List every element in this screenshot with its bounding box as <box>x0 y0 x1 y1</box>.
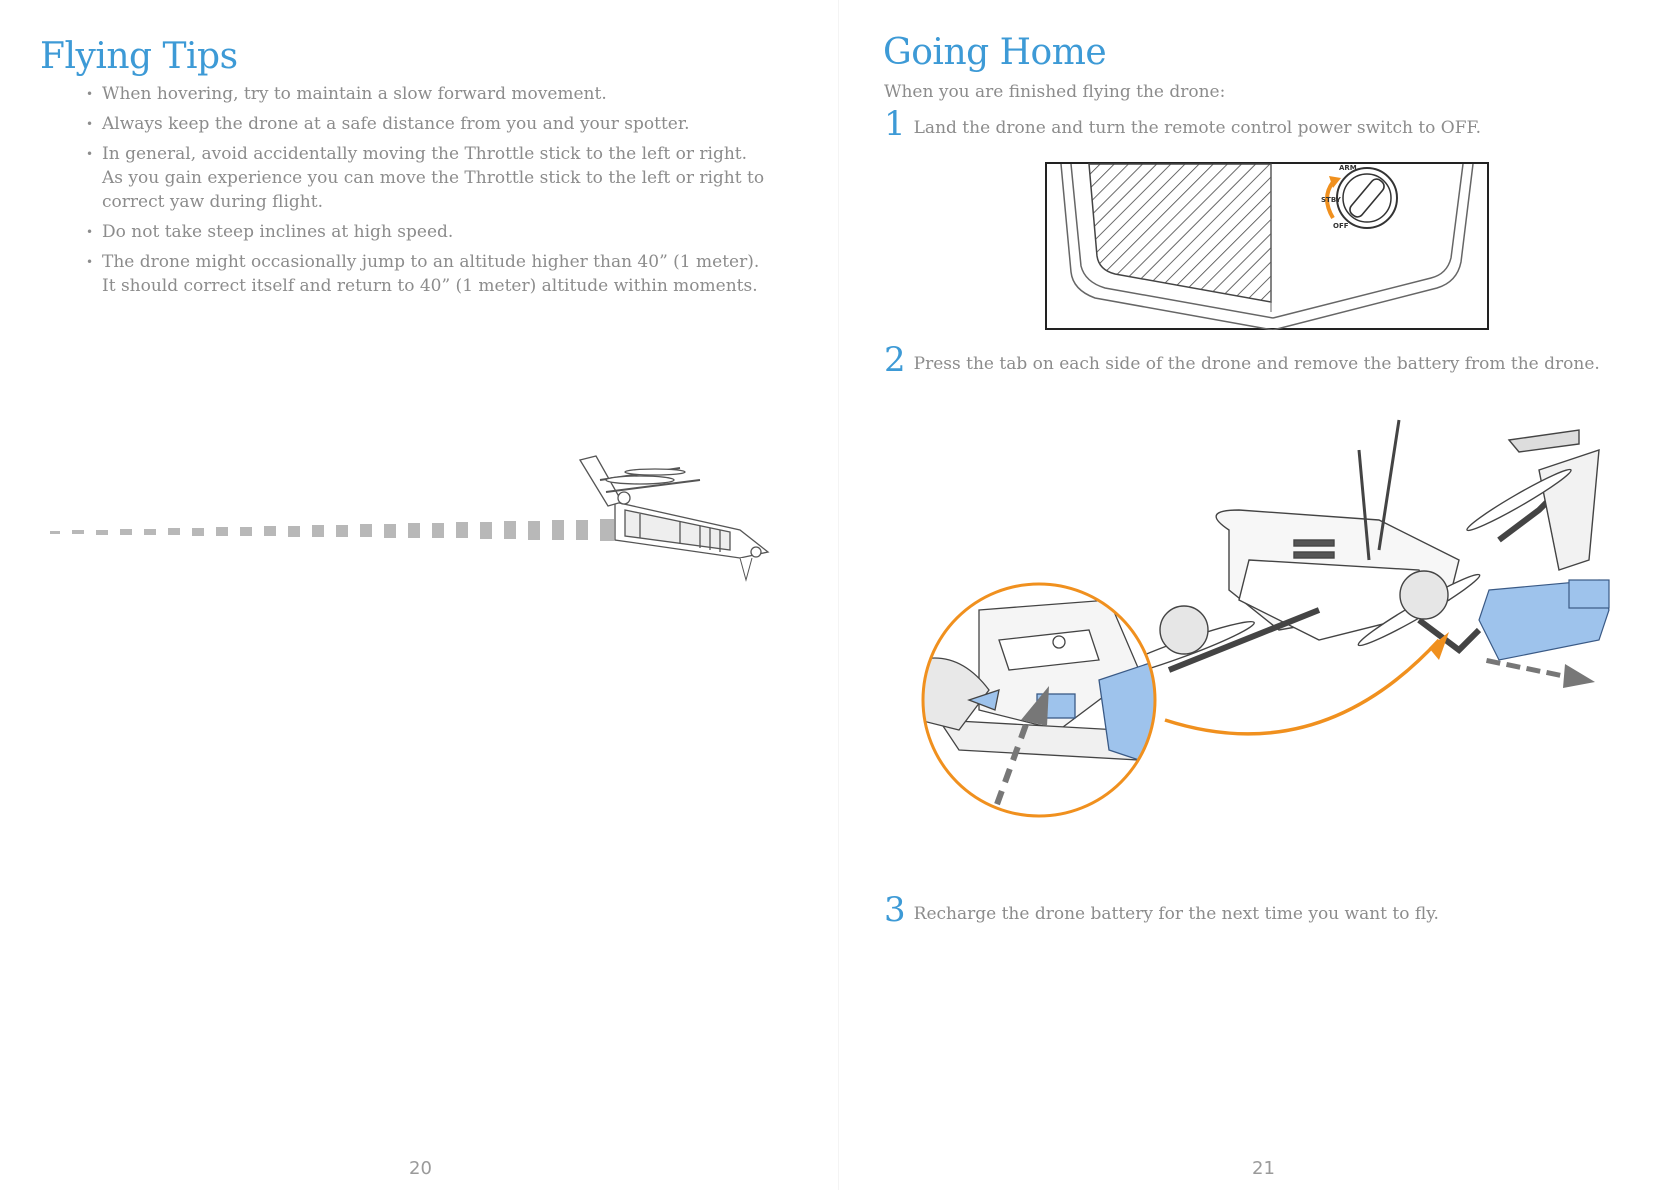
switch-label-stby: STBY <box>1321 196 1342 204</box>
zoom-detail-circle <box>921 582 1157 818</box>
battery-release-arrow <box>1485 658 1595 688</box>
step-number: 2 <box>884 340 906 380</box>
remote-power-switch-illustration: ARM STBY OFF <box>1045 162 1489 330</box>
list-item: •Always keep the drone at a safe distanc… <box>86 114 690 134</box>
step-2: 2 Press the tab on each side of the drone… <box>884 343 1624 377</box>
drone-icon <box>578 455 770 582</box>
step-text: Land the drone and turn the remote contr… <box>913 118 1482 138</box>
page-number: 20 <box>409 1158 432 1179</box>
right-page: Going Home When you are finished flying … <box>839 0 1678 1190</box>
list-item: •The drone might occasionally jump to an… <box>86 252 760 296</box>
bullet-icon: • <box>86 255 94 269</box>
step-number: 3 <box>884 890 906 930</box>
bullet-icon: • <box>86 147 94 161</box>
battery-removal-illustration <box>921 419 1610 818</box>
page-title-going-home: Going Home <box>883 32 1107 73</box>
step-1: 1 Land the drone and turn the remote cont… <box>884 107 1624 141</box>
bullet-icon: • <box>86 225 94 239</box>
step-3: 3 Recharge the drone battery for the next… <box>884 893 1624 927</box>
power-switch-knob <box>1336 167 1398 229</box>
list-item: •In general, avoid accidentally moving t… <box>86 144 765 212</box>
zoom-connector-arrow <box>1164 638 1441 736</box>
battery-icon <box>1478 579 1610 661</box>
flying-drone-illustration <box>50 455 770 582</box>
page-title-flying-tips: Flying Tips <box>40 36 238 77</box>
step-text: Press the tab on each side of the drone … <box>913 354 1600 374</box>
motion-trail <box>50 519 614 541</box>
page-number: 21 <box>1252 1158 1275 1179</box>
bullet-icon: • <box>86 87 94 101</box>
step-text: Recharge the drone battery for the next … <box>913 904 1439 924</box>
flying-tips-list: •When hovering, try to maintain a slow f… <box>86 82 766 304</box>
switch-label-arm: ARM <box>1339 164 1357 172</box>
intro-text: When you are finished flying the drone: <box>884 82 1226 102</box>
switch-direction-arrow <box>1325 180 1335 220</box>
list-item: •Do not take steep inclines at high spee… <box>86 222 454 242</box>
left-page: Flying Tips •When hovering, try to maint… <box>40 36 770 1179</box>
tab-press-arrow <box>994 686 1049 806</box>
bullet-icon: • <box>86 117 94 131</box>
page-gutter <box>838 0 839 1190</box>
drone-top-view-icon <box>1103 419 1600 680</box>
switch-label-off: OFF <box>1333 222 1349 230</box>
list-item: •When hovering, try to maintain a slow f… <box>86 84 607 104</box>
step-number: 1 <box>884 104 906 144</box>
